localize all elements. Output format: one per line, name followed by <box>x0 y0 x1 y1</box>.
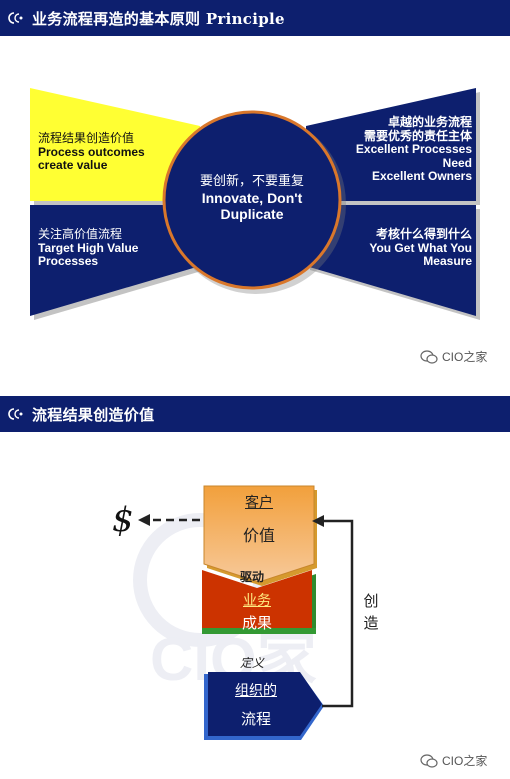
logo-icon <box>0 396 32 432</box>
section1-title: 业务流程再造的基本原则 Principle <box>32 9 285 28</box>
customer-value-box <box>203 485 315 583</box>
bottom-right-panel <box>306 205 476 316</box>
center-text: 要创新，不要重复 Innovate, Don't Duplicate <box>199 174 304 222</box>
dollar-sign: $ <box>112 500 134 540</box>
org-label: 组织的 <box>235 683 277 699</box>
section2-header: 流程结果创造价值 <box>0 396 510 432</box>
bottom-right-text: 考核什么得到什么 You Get What You Measure <box>369 227 472 268</box>
center-circle <box>162 110 342 290</box>
section2-title: 流程结果创造价值 <box>32 405 155 424</box>
top-left-text: 流程结果创造价值 Process outcomes create value <box>38 131 145 172</box>
define-label: 定义 <box>239 656 264 670</box>
logo-icon <box>0 0 32 36</box>
value-label: 价值 <box>242 526 275 545</box>
bottom-left-panel <box>30 205 200 316</box>
drive-label: 驱动 <box>239 570 264 584</box>
outcome-label: 成果 <box>241 614 272 632</box>
top-right-text: 卓越的业务流程 需要优秀的责任主体 Excellent Processes Ne… <box>355 115 472 183</box>
top-right-panel <box>306 88 476 201</box>
dashed-arrow-head <box>138 514 150 526</box>
loop-connector <box>320 519 354 708</box>
watermark-top: CIO之家 <box>420 348 487 365</box>
bottom-left-text: 关注高价值流程 Target High Value Processes <box>38 227 139 268</box>
business-label: 业务 <box>243 593 271 609</box>
business-outcome-box <box>202 570 312 628</box>
process-label: 流程 <box>240 710 271 728</box>
watermark-bottom: CIO之家 <box>420 752 487 769</box>
create-label: 创 造 <box>363 592 379 632</box>
customer-label: 客户 <box>245 495 273 511</box>
wechat-icon <box>420 349 438 364</box>
top-left-panel <box>30 88 200 201</box>
process-box <box>208 672 322 736</box>
section1-header: 业务流程再造的基本原则 Principle <box>0 0 510 36</box>
wechat-icon <box>420 753 438 768</box>
